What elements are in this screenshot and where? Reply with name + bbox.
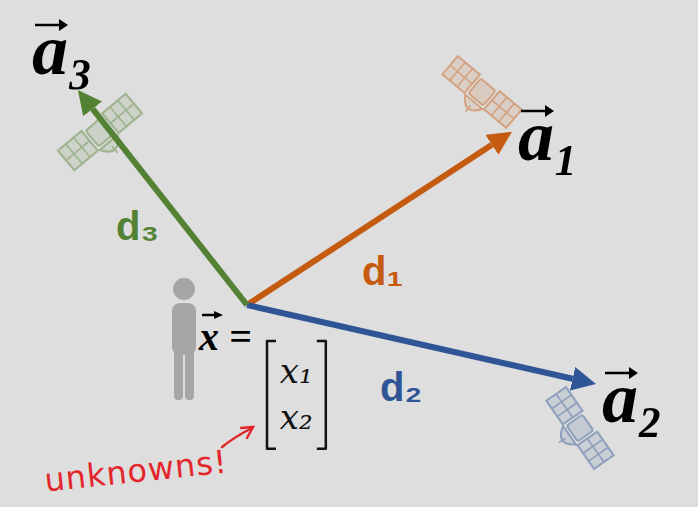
distance-label: d₃ <box>116 203 159 249</box>
vector-symbol: a₃ <box>32 14 93 86</box>
person-icon <box>172 278 196 400</box>
satellite-label: a₂ <box>596 358 669 438</box>
vector-arrow-shaft <box>521 110 548 113</box>
satellite-icon <box>535 387 614 477</box>
distance-label: d₁ <box>362 248 403 294</box>
satellite-icon <box>434 56 522 138</box>
note-arrow <box>222 427 253 447</box>
vector-arrow-head <box>214 311 223 319</box>
vector-arrow-head <box>629 367 638 379</box>
column-vector: x₁x₂ <box>264 339 329 451</box>
vector-symbol: a₂ <box>602 362 663 434</box>
vector-symbol: a₁ <box>518 100 579 172</box>
annotation-note: unknowns! <box>42 442 229 499</box>
satellite-label: a₃ <box>26 10 99 90</box>
distance-label: d₂ <box>380 364 422 410</box>
vector-symbol: x = <box>199 309 252 357</box>
vector-arrow-head <box>59 19 68 31</box>
vector-arrow-shaft <box>202 314 217 317</box>
distance-arrow <box>93 109 247 305</box>
distance-arrow <box>247 145 492 305</box>
vector-component: x₁ <box>280 349 313 395</box>
vector-component: x₂ <box>280 395 313 441</box>
right-bracket <box>317 341 326 449</box>
vector-arrow-shaft <box>605 372 632 375</box>
vector-arrow-shaft <box>35 24 62 27</box>
position-vector: x =x₁x₂ <box>195 305 333 455</box>
left-bracket <box>267 341 276 449</box>
vector-arrow-head <box>545 105 554 117</box>
satellite-label: a₁ <box>512 96 585 176</box>
